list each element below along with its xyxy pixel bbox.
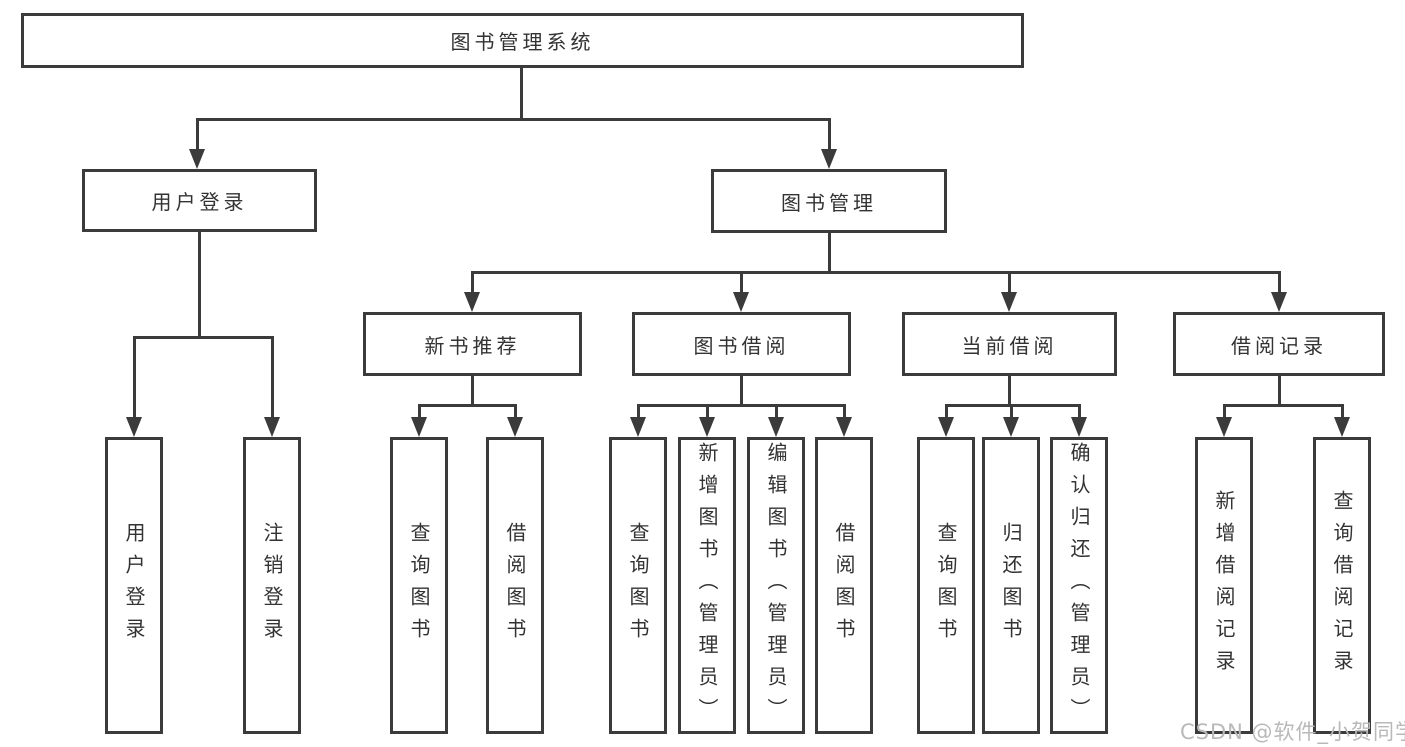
connector-vline — [1278, 376, 1281, 406]
connector-hline — [471, 271, 1281, 274]
node-current-borrowing: 当前借阅 — [902, 312, 1117, 376]
connector-vline — [1223, 404, 1226, 420]
arrow-down-icon — [1001, 292, 1017, 312]
connector-vline — [828, 118, 831, 151]
connector-hline — [133, 336, 274, 339]
node-query-books-recommend: 查询图书 — [390, 437, 448, 734]
connector-vline — [520, 68, 523, 119]
connector-vline — [1341, 404, 1344, 420]
node-label: 编辑图书（管理员） — [764, 441, 788, 730]
node-library-system: 图书管理系统 — [21, 13, 1024, 68]
arrow-down-icon — [630, 417, 646, 437]
node-new-book-recommendation: 新书推荐 — [363, 312, 582, 376]
connector-hline — [196, 118, 831, 121]
node-label: 新书推荐 — [424, 333, 521, 358]
connector-vline — [740, 271, 743, 294]
node-borrow-books-borrowing: 借阅图书 — [815, 437, 873, 734]
arrow-down-icon — [733, 292, 749, 312]
node-edit-books-admin: 编辑图书（管理员） — [747, 437, 805, 734]
node-label: 图书管理 — [781, 190, 877, 215]
arrow-down-icon — [821, 149, 837, 169]
node-label: 确认归还（管理员） — [1067, 441, 1091, 730]
arrow-down-icon — [768, 417, 784, 437]
arrow-down-icon — [464, 292, 480, 312]
node-label: 查询借阅记录 — [1330, 489, 1354, 682]
node-query-books-current: 查询图书 — [917, 437, 975, 734]
connector-vline — [1008, 376, 1011, 406]
node-user-login: 用户登录 — [82, 169, 317, 232]
node-label: 当前借阅 — [961, 333, 1058, 358]
node-confirm-return-admin: 确认归还（管理员） — [1050, 437, 1108, 734]
connector-hline — [418, 404, 517, 407]
node-label: 图书借阅 — [693, 333, 790, 358]
node-label: 查询图书 — [407, 521, 431, 650]
connector-vline — [133, 336, 136, 419]
node-label: 借阅记录 — [1231, 333, 1327, 358]
node-book-management: 图书管理 — [711, 169, 947, 233]
node-label: 归还图书 — [999, 521, 1023, 650]
node-label: 借阅图书 — [503, 521, 527, 650]
node-label: 借阅图书 — [832, 521, 856, 650]
node-label: 新增图书（管理员） — [695, 441, 719, 730]
arrow-down-icon — [699, 417, 715, 437]
node-label: 查询图书 — [934, 521, 958, 650]
arrow-down-icon — [126, 417, 142, 437]
connector-vline — [637, 404, 640, 420]
node-add-borrow-record: 新增借阅记录 — [1195, 437, 1253, 734]
node-return-books: 归还图书 — [982, 437, 1040, 734]
connector-vline — [471, 376, 474, 406]
node-query-borrow-record: 查询借阅记录 — [1313, 437, 1371, 734]
node-query-books-borrowing: 查询图书 — [609, 437, 667, 734]
connector-vline — [196, 118, 199, 151]
connector-vline — [828, 232, 831, 273]
node-label: 图书管理系统 — [450, 30, 595, 54]
arrow-down-icon — [189, 149, 205, 169]
node-label: 用户登录 — [122, 521, 146, 650]
node-label: 查询图书 — [626, 521, 650, 650]
connector-vline — [1010, 404, 1013, 420]
node-logout-func: 注销登录 — [243, 437, 301, 734]
connector-vline — [198, 232, 201, 339]
arrow-down-icon — [938, 417, 954, 437]
arrow-down-icon — [1271, 292, 1287, 312]
arrow-down-icon — [1003, 417, 1019, 437]
node-borrow-books-recommend: 借阅图书 — [486, 437, 544, 734]
connector-vline — [1078, 404, 1081, 420]
connector-vline — [945, 404, 948, 420]
node-book-borrowing: 图书借阅 — [632, 312, 851, 376]
node-user-login-func: 用户登录 — [105, 437, 163, 734]
arrow-down-icon — [1334, 417, 1350, 437]
connector-vline — [418, 404, 421, 420]
arrow-down-icon — [836, 417, 852, 437]
connector-vline — [271, 336, 274, 419]
node-label: 注销登录 — [260, 521, 284, 650]
watermark-text: CSDN @软件_小贺同学 — [1180, 720, 1405, 744]
connector-hline — [637, 404, 845, 407]
connector-vline — [514, 404, 517, 420]
arrow-down-icon — [1071, 417, 1087, 437]
connector-vline — [471, 271, 474, 294]
connector-vline — [706, 404, 709, 420]
arrow-down-icon — [264, 417, 280, 437]
connector-vline — [1008, 271, 1011, 294]
node-add-books-admin: 新增图书（管理员） — [678, 437, 736, 734]
connector-vline — [775, 404, 778, 420]
connector-vline — [1278, 271, 1281, 294]
arrow-down-icon — [1216, 417, 1232, 437]
node-label: 新增借阅记录 — [1212, 489, 1236, 682]
node-label: 用户登录 — [151, 190, 248, 214]
connector-vline — [740, 376, 743, 406]
connector-hline — [1223, 404, 1343, 407]
arrow-down-icon — [411, 417, 427, 437]
node-borrowing-records: 借阅记录 — [1173, 312, 1385, 376]
arrow-down-icon — [507, 417, 523, 437]
connector-vline — [843, 404, 846, 420]
